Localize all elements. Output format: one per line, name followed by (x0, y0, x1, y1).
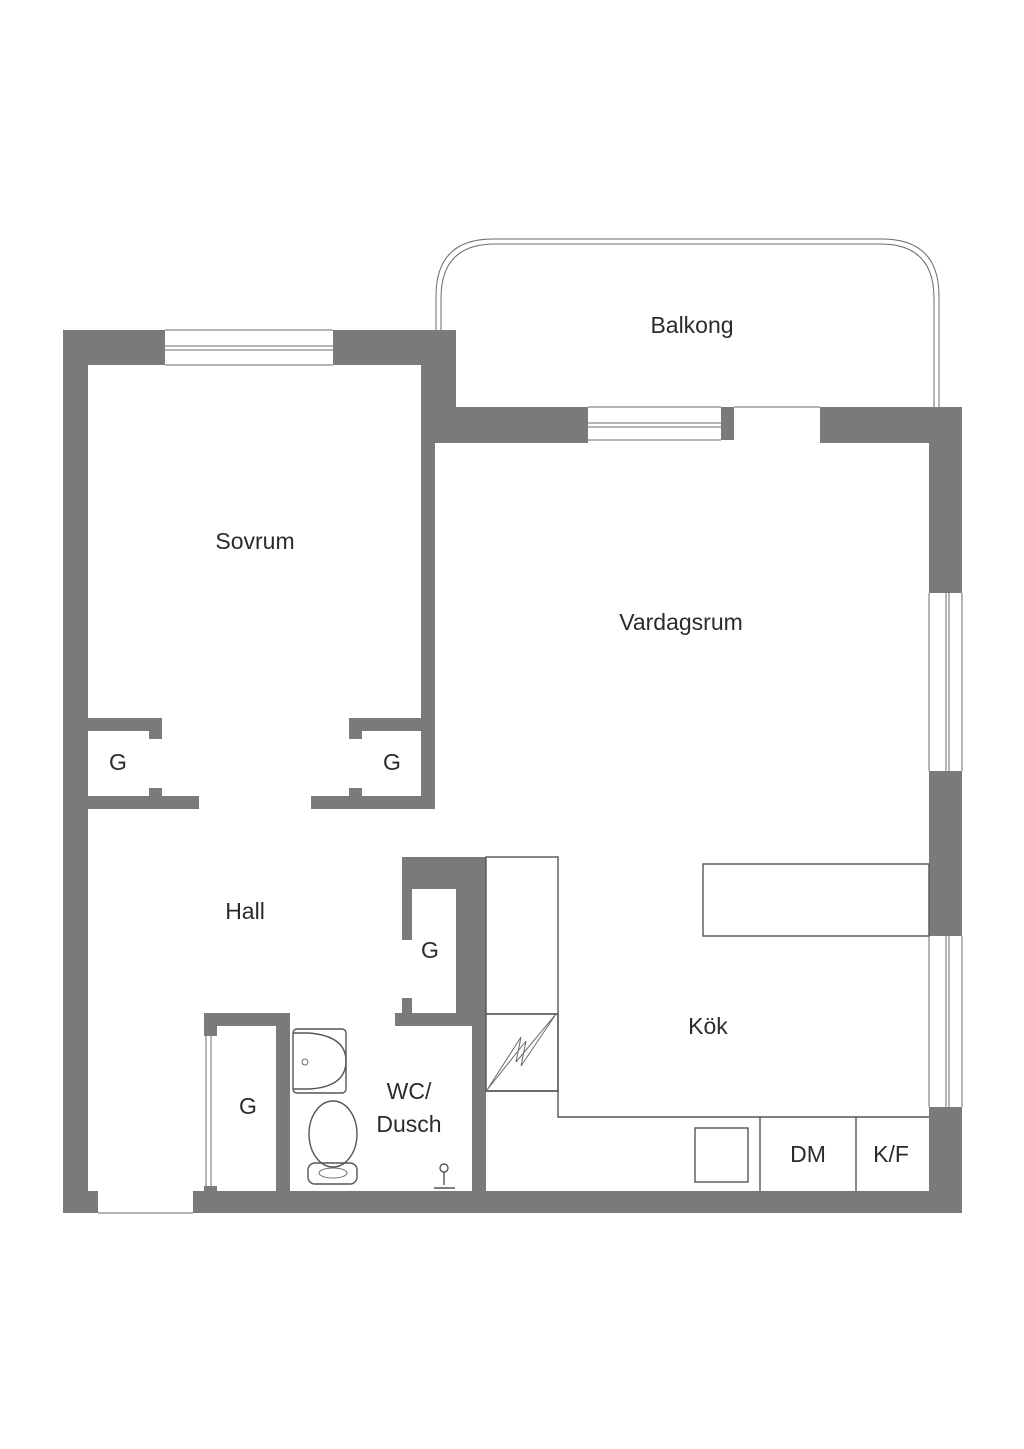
window-living-right (928, 593, 963, 771)
window-kitchen-right (928, 936, 963, 1107)
room-label-wc: WC/ (387, 1078, 432, 1104)
window-living-top (588, 406, 721, 441)
bathroom-fixtures (292, 1028, 455, 1189)
shower-icon (434, 1163, 455, 1189)
fridge-freezer-label: K/F (873, 1141, 909, 1167)
room-label-hall: Hall (225, 898, 265, 924)
interior-walls (88, 443, 486, 1191)
power-symbol-icon (486, 1013, 557, 1091)
toilet-icon (307, 1100, 358, 1185)
dishwasher-label: DM (790, 1141, 826, 1167)
kitchen-island (702, 863, 930, 937)
windows (165, 329, 963, 1107)
balcony-railing (435, 238, 940, 407)
sink-icon (292, 1028, 347, 1094)
exterior-walls (63, 330, 962, 1213)
room-label-dusch: Dusch (376, 1111, 441, 1137)
oven-cabinet (485, 1013, 559, 1092)
room-label-kok: Kök (688, 1013, 728, 1039)
closet-label: G (421, 937, 439, 963)
window-bedroom (165, 329, 333, 366)
kitchen-fixtures (485, 856, 930, 1191)
sliding-door (205, 1036, 212, 1186)
closet-label: G (383, 749, 401, 775)
closet-label: G (239, 1093, 257, 1119)
stove (694, 1127, 749, 1183)
closet-label: G (109, 749, 127, 775)
room-label-balkong: Balkong (650, 312, 733, 338)
room-label-sovrum: Sovrum (215, 528, 294, 554)
room-label-vardagsrum: Vardagsrum (619, 609, 743, 635)
